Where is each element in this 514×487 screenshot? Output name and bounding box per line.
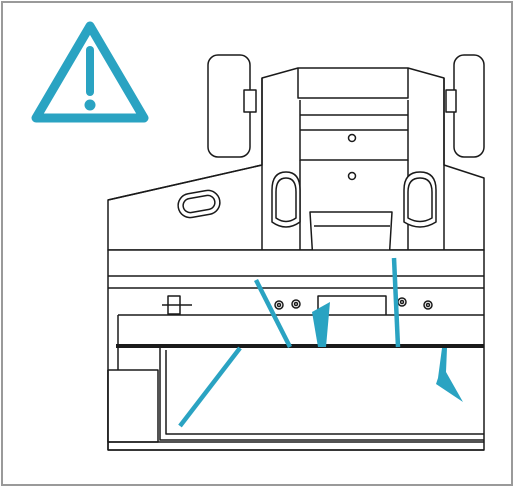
handle-slot [177,189,221,219]
strip-lower [178,346,242,428]
strip-center [391,257,401,348]
blue-highlight-strips [178,257,401,428]
left-hook [271,171,301,228]
front-bar [116,344,484,348]
right-wheel [453,54,485,158]
machine-drawing [107,54,485,451]
hook-shape-1 [312,302,330,347]
warning-triangle-icon [31,21,149,123]
dust-tray [159,348,484,441]
lower-body [107,249,485,451]
hook-shape-2 [436,348,463,402]
right-hook [403,171,437,228]
strip-left [253,278,293,349]
blue-hook-shapes [312,302,463,402]
